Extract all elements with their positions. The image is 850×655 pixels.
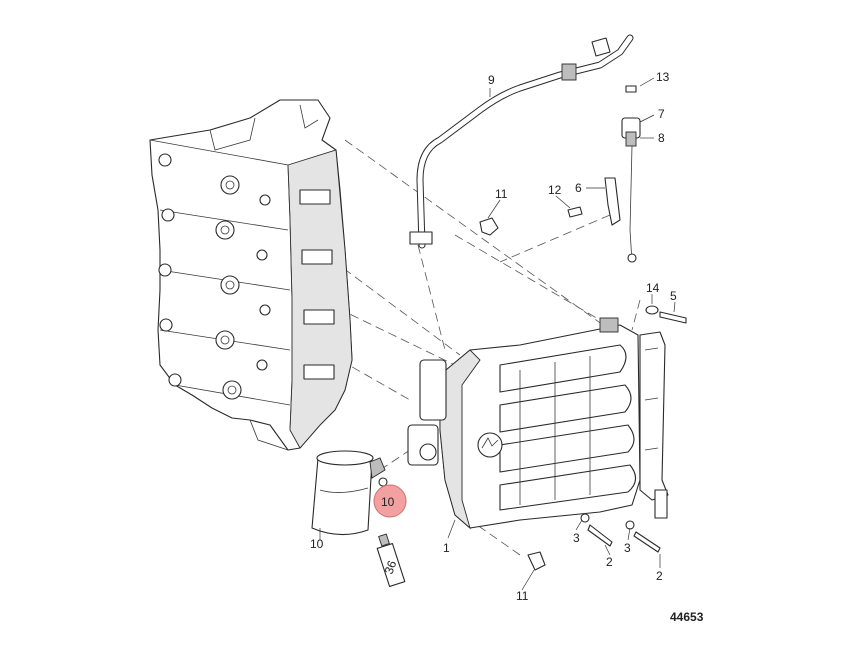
callout-14: 14 xyxy=(646,281,660,295)
drawing-number: 44653 xyxy=(670,610,704,624)
callout-labels: 9 13 7 8 6 12 11 14 5 1 3 3 2 2 10 11 10 xyxy=(310,70,677,603)
callout-2-right: 2 xyxy=(656,569,663,583)
assembly-lines xyxy=(264,139,641,556)
callout-4: 5 xyxy=(670,289,677,303)
callout-11-top: 11 xyxy=(495,187,508,201)
sealant-tube-label: 36 xyxy=(382,558,400,576)
sensor-assembly xyxy=(567,85,641,263)
callout-3-left: 3 xyxy=(573,531,580,545)
intake-manifold xyxy=(407,317,669,530)
callout-2-left: 2 xyxy=(606,555,613,569)
callout-9: 10 xyxy=(310,537,324,551)
cylinder-block xyxy=(149,99,353,451)
callout-10: 10 xyxy=(381,495,395,509)
cover-housing xyxy=(311,450,388,536)
leader-lines xyxy=(319,77,676,591)
fasteners xyxy=(479,217,687,571)
callout-6: 7 xyxy=(658,107,665,121)
highlight-circle xyxy=(373,484,407,518)
callout-13: 13 xyxy=(656,70,670,84)
callout-8: 9 xyxy=(488,73,495,87)
callout-12: 12 xyxy=(548,183,562,197)
callout-3-right: 3 xyxy=(624,541,631,555)
callout-11-bottom: 11 xyxy=(516,589,529,603)
sealant-tube: 36 xyxy=(376,533,406,588)
vent-hose xyxy=(409,34,634,249)
callout-7: 8 xyxy=(658,131,665,145)
callout-1: 1 xyxy=(443,541,450,555)
callout-5: 6 xyxy=(575,181,582,195)
